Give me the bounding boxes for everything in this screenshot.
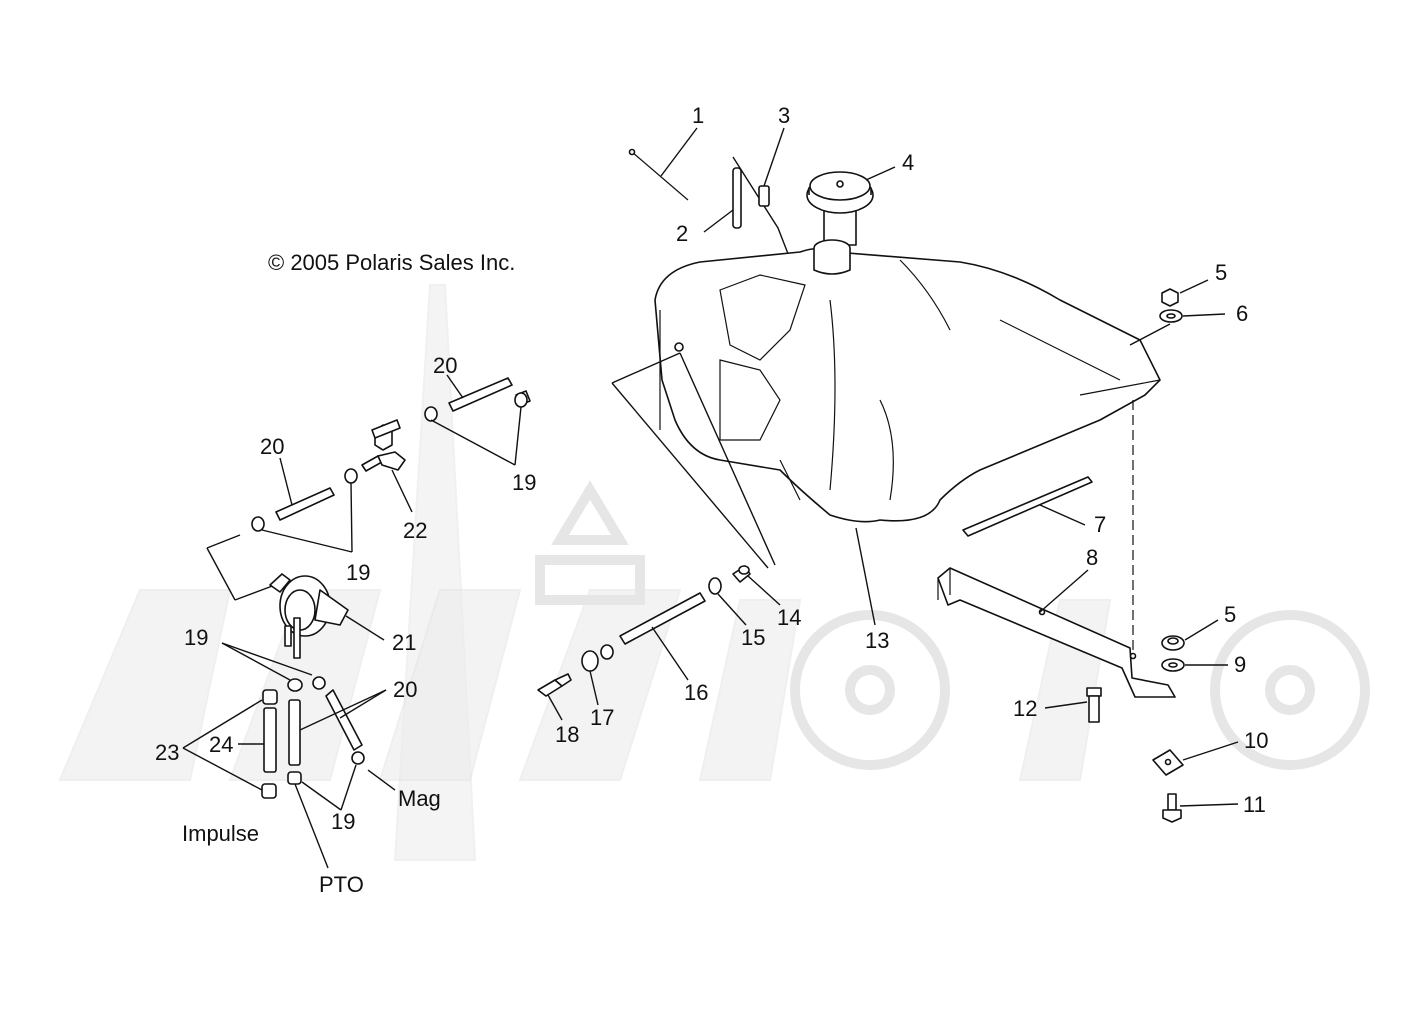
fuel-tank-part [654,239,1161,523]
clamp-part-15 [708,577,722,595]
clamp-part-19-left-left [251,516,265,532]
fuel-cap-part [806,171,874,246]
callout-6: 6 [1236,301,1248,326]
callout-12: 12 [1013,696,1037,721]
fitting-part-18 [537,673,572,697]
clamp-part-23-top [262,689,278,705]
callout-5-lower: 5 [1224,602,1236,627]
callout-1: 1 [692,103,704,128]
callout-23: 23 [155,740,179,765]
callout-19-upper: 19 [512,470,536,495]
callout-8: 8 [1086,545,1098,570]
fuel-hose-part-20-mag [325,689,363,751]
callout-16: 16 [684,680,708,705]
callout-4: 4 [902,150,914,175]
clamp-part-19-lower-b [312,676,326,690]
clamp-part-19-left-right [344,468,358,484]
label-impulse: Impulse [182,821,259,846]
fitting-part [758,185,770,207]
clamp-part-23-bottom [261,783,277,799]
callout-18: 18 [555,722,579,747]
callout-2: 2 [676,221,688,246]
fuel-hose-part-20-pto [288,699,301,766]
callout-9: 9 [1234,652,1246,677]
nut-part-lower [1161,635,1185,651]
callout-19-left: 19 [346,560,370,585]
clamp-part-19-pto [287,771,302,785]
callout-20-lower: 20 [393,677,417,702]
clamp-part-19-lower-a [287,678,303,692]
callout-15: 15 [741,625,765,650]
callout-10: 10 [1244,728,1268,753]
callout-19-lower-right: 19 [331,809,355,834]
copyright-text: © 2005 Polaris Sales Inc. [268,250,515,275]
callout-13: 13 [865,628,889,653]
fuel-pump-part-21 [269,573,349,659]
mounting-bracket-part [937,567,1176,698]
elbow-fitting-part-14 [732,565,751,583]
label-pto: PTO [319,872,364,897]
shutoff-valve-part-22 [361,419,406,472]
plate-part [1152,749,1184,776]
fuel-hose-part-20-left [275,487,335,521]
clamp-part-19-mag [351,751,365,765]
callout-21: 21 [392,630,416,655]
clamp-part-19-upper-right [514,390,531,408]
label-mag: Mag [398,786,441,811]
callout-19-lower-left: 19 [184,625,208,650]
clamp-part-19-upper-left [424,406,438,422]
callout-20-left: 20 [260,434,284,459]
fuel-hose-part-16 [619,592,706,645]
callout-11: 11 [1243,792,1266,817]
watermark-icon [58,284,1370,861]
fuel-hose-part-24 [263,707,277,773]
callout-24: 24 [209,732,233,757]
callout-20-upper: 20 [433,353,457,378]
washer-part-upper [1159,309,1183,323]
callout-17: 17 [590,705,614,730]
washer-part-lower [1161,658,1185,672]
callout-7: 7 [1094,512,1106,537]
callout-5-upper: 5 [1215,260,1227,285]
fuel-hose-part-20-upper [448,377,513,412]
callout-3: 3 [778,103,790,128]
bolt-part-11 [1162,793,1182,823]
cable-tie-part [628,148,689,201]
bolt-part-12 [1086,687,1102,723]
callout-22: 22 [403,518,427,543]
nut-part-upper [1161,288,1179,307]
callout-14: 14 [777,605,801,630]
pad-strip-part [962,476,1093,537]
rod-part [732,167,742,229]
